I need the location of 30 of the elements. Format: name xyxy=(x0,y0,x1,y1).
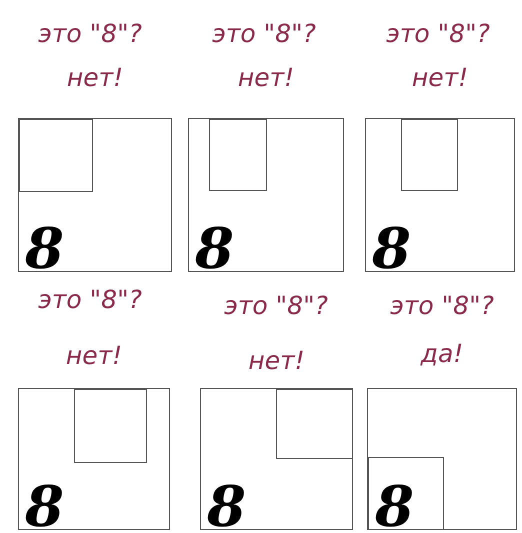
handwritten-digit: 8 xyxy=(195,221,234,277)
handwritten-digit: 8 xyxy=(207,479,246,533)
caption-text: это "8"? xyxy=(389,290,495,322)
image-frame xyxy=(18,118,172,272)
handwritten-digit: 8 xyxy=(25,479,64,533)
caption-text: нет! xyxy=(236,62,296,94)
handwritten-digit: 8 xyxy=(375,479,414,533)
caption-text: это "8"? xyxy=(211,18,317,50)
image-frame xyxy=(18,388,170,530)
caption-text: это "8"? xyxy=(223,290,329,322)
image-frame xyxy=(365,118,515,272)
handwritten-digit: 8 xyxy=(25,221,64,277)
caption-text: нет! xyxy=(64,340,124,372)
image-frame xyxy=(367,388,517,530)
image-frame xyxy=(200,388,353,530)
caption-text: это "8"? xyxy=(385,18,491,50)
window-frame xyxy=(368,457,444,530)
window-frame xyxy=(276,389,353,459)
handwritten-digit: 8 xyxy=(372,221,411,277)
caption-text: нет! xyxy=(410,62,470,94)
window-frame xyxy=(401,119,458,191)
window-frame xyxy=(74,389,147,463)
caption-text: это "8"? xyxy=(37,18,143,50)
window-frame xyxy=(209,119,267,191)
window-frame xyxy=(19,119,93,192)
caption-text: нет! xyxy=(66,62,124,94)
caption-text: нет! xyxy=(247,345,306,376)
caption-text: да! xyxy=(419,338,464,370)
image-frame xyxy=(188,118,344,272)
caption-text: это "8"? xyxy=(37,284,143,316)
